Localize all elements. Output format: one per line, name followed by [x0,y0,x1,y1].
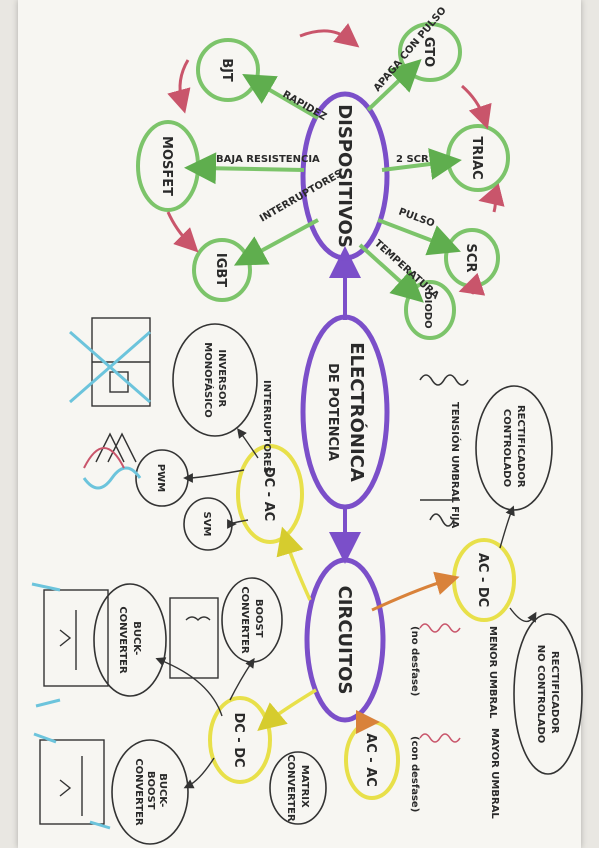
edge-baja-resistencia: BAJA RESISTENCIA [216,154,320,165]
triac-label: TRIAC [469,136,484,179]
diodo-label: DIODO [422,291,433,328]
buck-label-1: BUCK- [131,621,142,655]
svg-text:BUCK- CONVERTER: BUCK- CONVERTER [117,606,142,674]
inversor-label-1: INVERSOR [216,349,227,407]
boost-label-2: CONVERTER [239,586,250,654]
bb-label-1: BUCK- [157,773,168,807]
edge-mayor-umbral: MAYOR UMBRAL [489,728,500,819]
matrix-node: MATRIX CONVERTER [285,754,310,822]
ac-dc-node: AC - DC [452,538,516,622]
svg-text:MATRIX CONVERTER: MATRIX CONVERTER [285,754,310,822]
ac-ac-label: AC - AC [363,733,378,787]
dc-ac-node: DC - AC [236,444,304,544]
edge-tension-umbral: TENSIÓN UMBRAL FIJA [449,402,462,529]
rect-no-controlado-node: RECTIFICADOR NO CONTROLADO [535,645,560,744]
igbt-label: IGBT [213,253,228,287]
inversor-node: INVERSOR MONOFÁSICO [202,342,227,418]
gto-label: GTO [421,37,436,67]
buck-label-2: CONVERTER [117,606,128,674]
rect-controlado-node: RECTIFICADOR CONTROLADO [501,405,526,491]
edge-interruptores-2: INTERRUPTORES [261,380,272,474]
svg-text:INVERSOR MONOFÁSICO: INVERSOR MONOFÁSICO [202,342,227,418]
bb-label-3: CONVERTER [133,758,144,826]
dispositivos-node: DISPOSITIVOS [300,91,390,261]
edge-menor-umbral: MENOR UMBRAL [487,626,498,719]
mosfet-label: MOSFET [159,136,174,196]
edge-2scr: 2 SCR [396,154,429,165]
svg-text:RECTIFICADOR NO CONTROLA: RECTIFICADOR NO CONTROLADO [535,645,560,744]
edge-temperatura: TEMPERATURA [372,238,441,302]
rc-label-1: RECTIFICADOR [515,405,526,488]
scr-node: SCR [444,228,500,288]
pwm-label: PWM [155,464,166,492]
paper-sheet [18,0,581,848]
boost-label-1: BOOST [253,599,264,638]
cyan-annotations [31,330,151,830]
ac-dc-label: AC - DC [475,553,490,607]
edge-no-desfase: (no desfase) [409,626,420,696]
diodo-node: DIODO [404,280,456,340]
bb-label-2: BOOST [145,771,156,810]
title-line-1: ELECTRÓNICA [346,342,368,482]
mosfet-node: MOSFET [136,120,200,212]
dc-dc-label: DC - DC [231,712,246,767]
boost-node: BOOST CONVERTER [239,586,264,654]
buck-boost-node: BUCK- BOOST CONVERTER [133,758,168,826]
circuit-sketches [39,317,219,825]
bjt-label: BJT [219,58,234,82]
dc-dc-node: DC - DC [208,696,272,784]
rc-label-2: CONTROLADO [501,409,512,487]
svg-text:RECTIFICADOR CONTROLADO: RECTIFICADOR CONTROLADO [501,405,526,491]
bjt-node: BJT [196,38,260,102]
circuitos-node: CIRCUITOS [304,557,386,723]
rnc-label-1: RECTIFICADOR [549,651,560,734]
svm-label: SVM [201,512,212,537]
edge-con-desfase: (con desfase) [409,736,420,812]
scr-label: SCR [463,244,478,273]
waveform-sketches [419,374,469,743]
title-line-2: DE POTENCIA [325,363,340,461]
triac-node: TRIAC [446,124,510,192]
svg-text:BOOST CONVERTER: BOOST CONVERTER [239,586,264,654]
rnc-label-2: NO CONTROLADO [535,645,546,744]
ac-ac-node: AC - AC [344,720,400,800]
matrix-label-1: MATRIX [299,765,310,808]
dispositivos-label: DISPOSITIVOS [334,104,355,248]
matrix-label-2: CONVERTER [285,754,296,822]
igbt-node: IGBT [192,238,252,302]
inversor-label-2: MONOFÁSICO [202,342,215,418]
edge-pulso: PULSO [397,206,436,229]
central-node: ELECTRÓNICA DE POTENCIA [300,314,390,510]
svg-text:BUCK- BOOST CONVER: BUCK- BOOST CONVERTER [133,758,168,826]
dc-ac-label: DC - AC [261,467,276,521]
circuitos-label: CIRCUITOS [334,586,355,695]
buck-node: BUCK- CONVERTER [117,606,142,674]
gto-node: GTO [398,22,462,82]
pink-wave [83,447,125,469]
